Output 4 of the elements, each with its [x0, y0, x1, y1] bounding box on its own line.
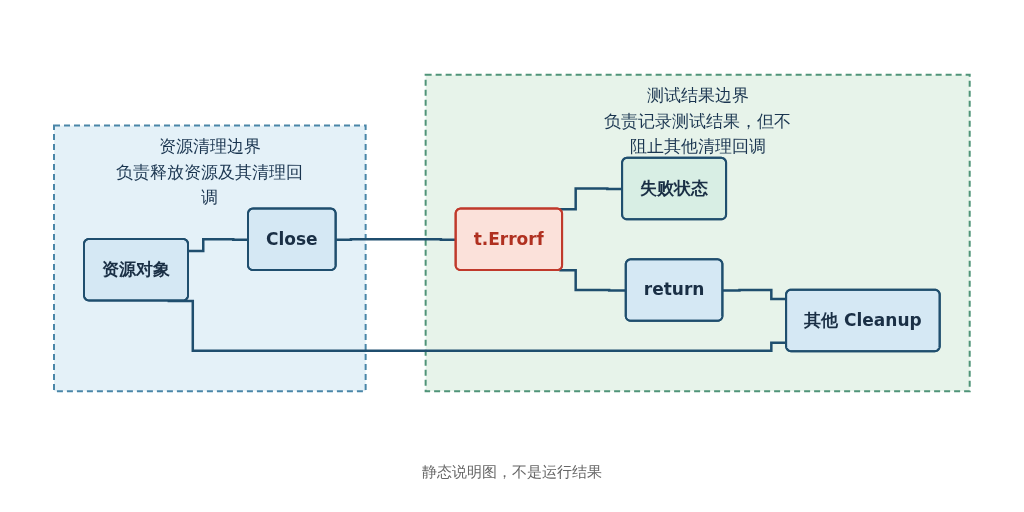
caption: 静态说明图，不是运行结果: [422, 463, 602, 481]
connector: [723, 288, 787, 301]
connector: [188, 238, 249, 253]
connector: [167, 299, 787, 353]
